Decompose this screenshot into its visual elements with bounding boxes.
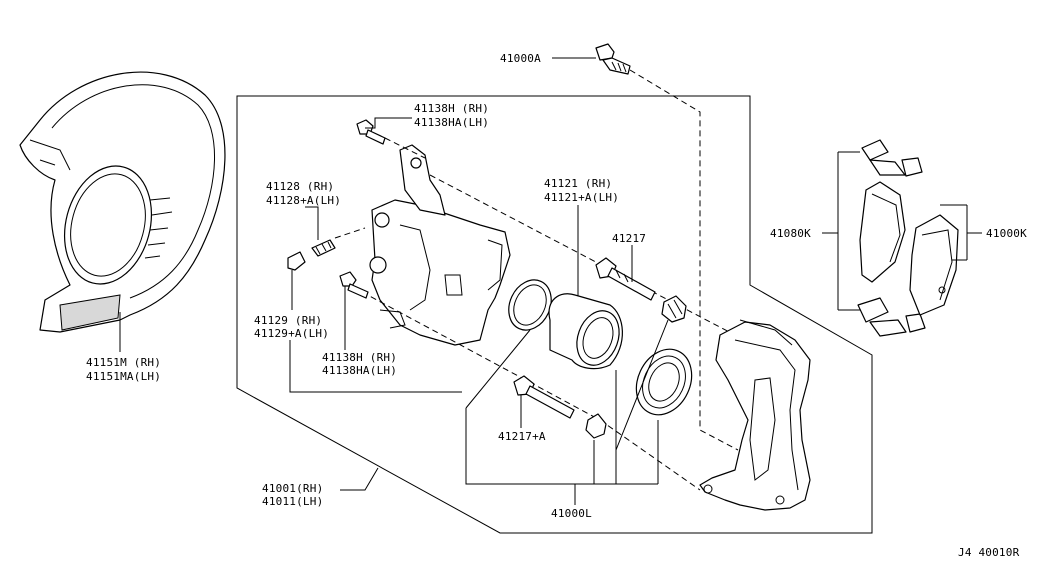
leader-41000L-group [465,319,669,485]
label-41000K: 41000K [986,227,1027,240]
leader-41001 [340,467,379,491]
dash-caliper-1 [384,137,426,159]
bolt-41000A [595,43,631,75]
label-41011-lh: 41011(LH) [262,495,323,508]
bleeder-cap-41129 [287,251,306,271]
caliper-bracket [699,319,811,511]
label-41217: 41217 [612,232,646,245]
label-41000A: 41000A [500,52,541,65]
label-41138H-bottom-lh: 41138HA(LH) [322,364,397,377]
leader-41128 [305,206,319,240]
pin-boot-bottom [585,413,607,439]
label-41151M-lh: 41151MA(LH) [86,370,161,383]
piston-seal [508,279,552,331]
guide-pin-41217 [595,257,656,301]
dash-caliper-3 [334,227,366,239]
label-41000L: 41000L [551,507,592,520]
piston-41121 [548,293,623,370]
label-41080K: 41080K [770,227,811,240]
pin-boot-top [661,295,687,323]
brake-pad-outer [909,214,959,316]
assembly-outline [236,95,873,534]
label-41138H-bottom-rh: 41138H (RH) [322,351,397,364]
brake-pad-inner [859,181,906,283]
pad-shim-kit [857,139,926,337]
guide-pin-41217A [513,375,575,419]
label-41151M-rh: 41151M (RH) [86,356,161,369]
caliper-body [369,144,511,346]
label-41217A: 41217+A [498,430,546,443]
dust-shield [19,71,226,333]
label-41128-lh: 41128+A(LH) [266,194,341,207]
label-41129-rh: 41129 (RH) [254,314,322,327]
label-41121-lh: 41121+A(LH) [544,191,619,204]
leader-41000K [940,204,982,261]
label-41138H-top-rh: 41138H (RH) [414,102,489,115]
bleeder-screw-41128 [311,239,336,257]
label-41001-rh: 41001(RH) [262,482,323,495]
label-41129-lh: 41129+A(LH) [254,327,329,340]
diagram-code: J4 40010R [958,546,1020,559]
bolt-41138H-top [356,119,386,145]
dash-caliper-2 [429,174,736,336]
bolt-41138H-bottom [339,271,369,299]
label-41128-rh: 41128 (RH) [266,180,334,193]
piston-dust-boot [635,348,693,416]
leader-41138H-top [365,117,412,129]
leader-41129-down [289,340,462,393]
leader-41080K [822,151,860,311]
label-41138H-top-lh: 41138HA(LH) [414,116,489,129]
dash-41000A [629,69,739,451]
label-41121-rh: 41121 (RH) [544,177,612,190]
